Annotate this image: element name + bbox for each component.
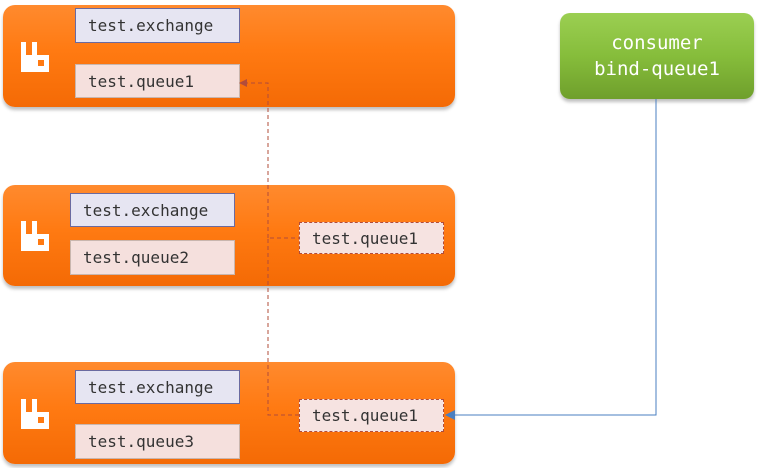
mirror-queue-box-2: test.queue1 <box>299 222 444 254</box>
rabbitmq-logo-icon <box>21 221 49 251</box>
mirror-link-arrow <box>239 79 269 238</box>
consumer-binding-arrow <box>445 99 657 420</box>
consumer-node: consumer bind-queue1 <box>560 13 754 99</box>
rabbitmq-logo-icon <box>21 42 49 72</box>
exchange-box-1: test.exchange <box>75 8 240 43</box>
exchange-box-3: test.exchange <box>75 370 240 404</box>
mirror-queue-box-3: test.queue1 <box>299 399 444 432</box>
consumer-label: consumer <box>611 32 703 54</box>
mirror-link-line <box>267 237 299 416</box>
consumer-binding-label: bind-queue1 <box>594 58 720 80</box>
exchange-box-2: test.exchange <box>70 193 235 227</box>
queue-box-3: test.queue3 <box>75 424 240 459</box>
queue-box-2: test.queue2 <box>70 240 235 275</box>
rabbitmq-logo-icon <box>21 399 49 429</box>
